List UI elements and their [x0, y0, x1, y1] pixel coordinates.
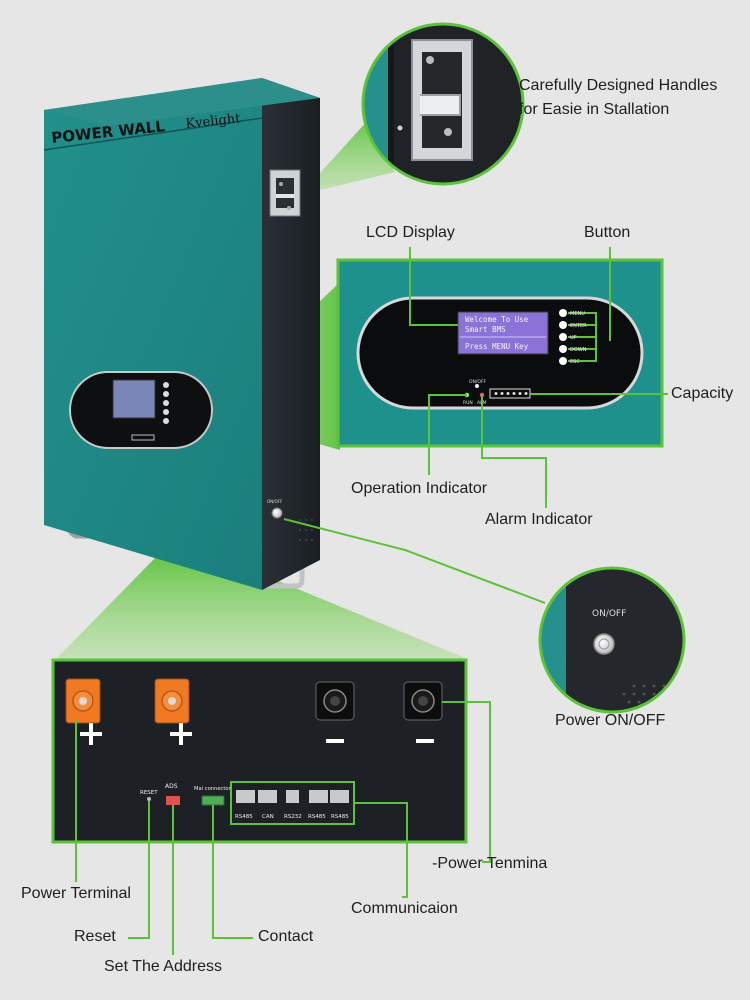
port-label-3: RS232 — [284, 814, 302, 820]
btn-up-label: UP — [570, 335, 577, 341]
lcd-line3: Press MENU Key — [465, 342, 529, 351]
leader-lines — [75, 247, 668, 955]
btn-menu-label: MENU — [570, 311, 585, 317]
neg-power-terminal-callout: -Power Tenmina — [432, 855, 548, 872]
logo-text: Kvelight — [185, 111, 242, 132]
bottom-panel-zoom — [51, 658, 468, 844]
reset-callout: Reset — [74, 928, 116, 945]
contact-callout: Contact — [258, 928, 314, 945]
port-label-4: RS485 — [308, 814, 326, 820]
lcd-line1: Welcome To Use — [465, 315, 529, 324]
indicator-onoff-label: ON/OFF — [469, 379, 487, 385]
negative-terminal-1 — [315, 681, 355, 721]
lcd-line2: Smart BMS — [465, 325, 506, 334]
panel-buttons — [559, 309, 567, 365]
zoom-onoff-label: ON/OFF — [592, 609, 626, 619]
power-on-off-callout: Power ON/OFF — [555, 712, 666, 729]
power-wall-unit — [43, 78, 320, 590]
port-label-2: CAN — [262, 814, 274, 820]
alarm-indicator-callout: Alarm Indicator — [485, 511, 593, 528]
bottom-callout-beam — [55, 555, 470, 660]
ads-label: ADS — [165, 783, 178, 790]
control-panel-zoom — [336, 258, 664, 448]
side-switch-label: ON/OFF — [267, 499, 283, 504]
btn-esc-label: ESC — [570, 359, 580, 365]
communication-callout: Communicaion — [351, 900, 458, 917]
lcd-display-callout: LCD Display — [366, 224, 455, 241]
btn-enter-label: ENTER — [570, 323, 587, 329]
positive-terminal-1 — [65, 678, 101, 724]
capacity-callout: Capacity — [671, 385, 734, 402]
port-label-1: RS485 — [235, 814, 253, 820]
indicator-run-label: RUN — [463, 400, 473, 406]
handles-callout: Carefully Designed Handles for Easie in … — [519, 77, 718, 118]
power-switch-zoom-circle — [538, 566, 686, 714]
button-callout: Button — [584, 224, 631, 241]
port-label-5: RS485 — [331, 814, 349, 820]
indicator-alm-label: ALM — [477, 400, 487, 406]
mai-connector-label: Mai connector — [194, 786, 232, 792]
negative-terminal-2 — [403, 681, 443, 721]
positive-terminal-2 — [154, 678, 190, 724]
set-address-callout: Set The Address — [104, 958, 222, 975]
power-terminal-callout: Power Terminal — [21, 885, 131, 902]
btn-down-label: DOWN — [570, 347, 587, 353]
reset-port-label: RESET — [140, 790, 158, 796]
operation-indicator-callout: Operation Indicator — [351, 480, 488, 497]
handle-zoom-circle — [361, 22, 525, 186]
